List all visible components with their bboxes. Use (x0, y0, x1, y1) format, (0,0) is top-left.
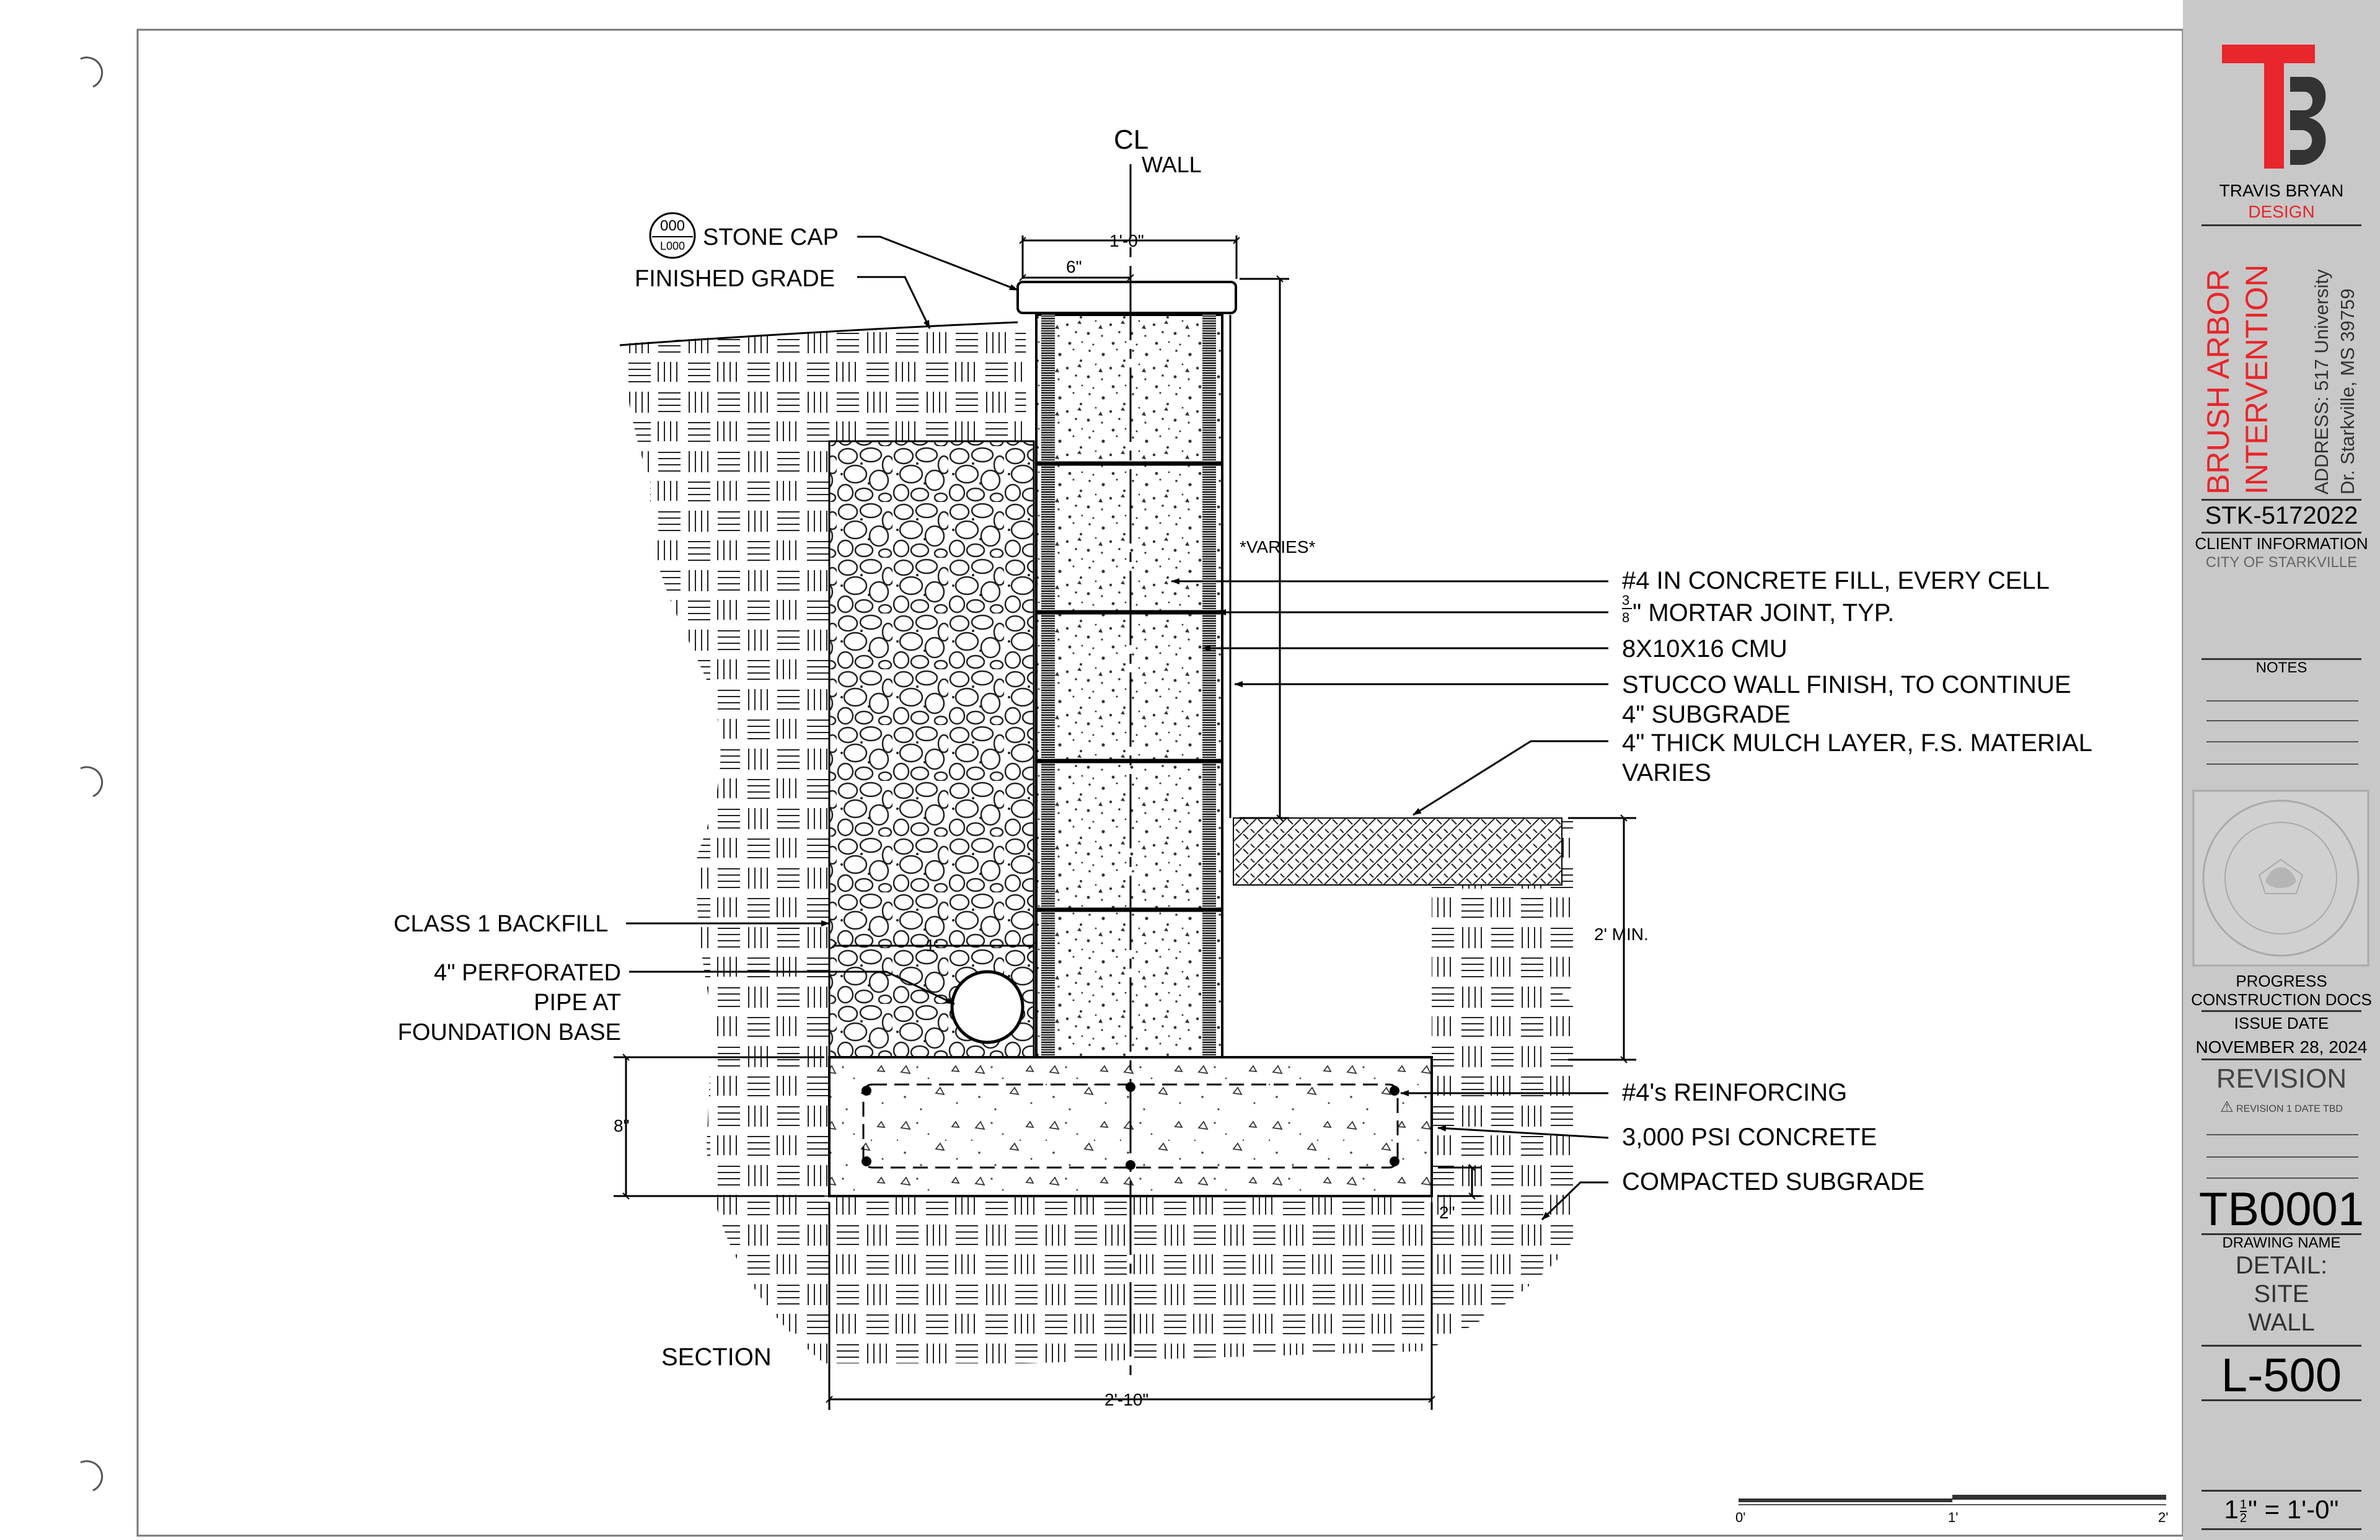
mulch-layer (1233, 817, 1562, 886)
scale-whole: 1 (2224, 1495, 2239, 1524)
scale-fraction-num: 1 (2239, 1497, 2247, 1512)
notes-line (2206, 720, 2358, 721)
footing-thickness-dimension: 8" (614, 1116, 630, 1135)
sheet-number: L-500 (2221, 1349, 2342, 1402)
callout-mulch-varies: VARIES (1622, 759, 1711, 786)
pipe-dimension: 1' (925, 936, 938, 955)
drawing-labels: CL WALL STONE CAP FINISHED GRADE 1'-0" 6… (394, 125, 2092, 1409)
notes-divider (2202, 658, 2361, 660)
project-address-line1: ADDRESS: 517 University (2311, 269, 2332, 495)
designer-sub: DESIGN (2248, 202, 2315, 221)
min-depth-dimension: 2' MIN. (1594, 925, 1649, 944)
professional-seal (2192, 790, 2369, 967)
drawing-name-line1: DETAIL: (2235, 1252, 2328, 1279)
title-divider (2202, 532, 2361, 534)
callout-stucco: STUCCO WALL FINISH, TO CONTINUE (1622, 671, 2071, 698)
mortar-fraction-num: 3 (1622, 592, 1629, 608)
title-block (2183, 0, 2380, 1540)
stone-cap-label: STONE CAP (703, 224, 839, 250)
title-divider (2202, 224, 2361, 226)
notes-line (2206, 763, 2358, 765)
stone-cap (1016, 281, 1237, 314)
punch-hole-marks (80, 56, 104, 1492)
issue-date: NOVEMBER 28, 2024 (2195, 1037, 2368, 1057)
notes-label: NOTES (2255, 659, 2307, 676)
perforated-pipe (950, 970, 1025, 1044)
drawing-name-label: DRAWING NAME (2222, 1234, 2341, 1251)
issue-date-label: ISSUE DATE (2234, 1014, 2329, 1032)
cover-dimension: 2" (1439, 1203, 1455, 1222)
section-detail (619, 164, 1574, 1382)
wall-width-dimension: 1'-0" (1109, 231, 1144, 250)
scale-fraction-den: 2 (2239, 1511, 2247, 1525)
client-label: CLIENT INFORMATION (2195, 534, 2368, 553)
revision-line (2206, 1177, 2358, 1179)
varies-dimension: *VARIES* (1240, 537, 1316, 557)
subgrade-label: COMPACTED SUBGRADE (1622, 1168, 1924, 1195)
designer-logo (2222, 45, 2326, 169)
project-name-line1: BRUSH ARBOR (2201, 269, 2236, 495)
revision-note: ⚠ REVISION 1 DATE TBD (2191, 1098, 2372, 1116)
callout-mulch: 4" THICK MULCH LAYER, F.S. MATERIAL (1622, 729, 2092, 757)
project-name-line2: INTERVENTION (2239, 264, 2274, 495)
revision-line (2206, 1156, 2358, 1158)
project-address-line2: Dr. Starkville, MS 39759 (2337, 288, 2358, 495)
scale-tick-1: 1' (1948, 1510, 1958, 1525)
warning-icon: ⚠ (2220, 1099, 2234, 1115)
cap-offset-dimension: 6" (1066, 257, 1082, 276)
drawing-number: TB0001 (2198, 1183, 2365, 1236)
revision-note-text: REVISION 1 DATE TBD (2236, 1104, 2343, 1114)
scale-tick-0: 0' (1735, 1510, 1745, 1525)
cmu-wall (1035, 314, 1232, 1060)
scale-tick-2: 2' (2158, 1510, 2168, 1525)
concrete-label: 3,000 PSI CONCRETE (1622, 1124, 1877, 1151)
title-divider (2202, 1233, 2361, 1235)
title-divider (2202, 1490, 2361, 1492)
title-divider (2202, 1345, 2361, 1347)
designer-name: TRAVIS BRYAN (2219, 181, 2344, 200)
callout-subgrade-4in: 4" SUBGRADE (1622, 701, 1791, 728)
title-divider (2202, 1010, 2361, 1012)
notes-line (2206, 741, 2358, 742)
finished-grade-line (619, 321, 1018, 346)
title-divider (2202, 499, 2361, 501)
section-label: SECTION (661, 1344, 772, 1371)
scale-rest: " = 1'-0" (2248, 1495, 2339, 1524)
leader-lines (626, 235, 1609, 1221)
callout-mortar-joint: " MORTAR JOINT, TYP. (1633, 599, 1894, 627)
client-name: CITY OF STARKVILLE (2205, 554, 2358, 571)
finished-grade-label: FINISHED GRADE (635, 266, 835, 292)
revision-label: REVISION (2216, 1063, 2347, 1094)
cap-tag-top: 000 (660, 218, 685, 234)
project-number: STK-5172022 (2205, 502, 2358, 529)
centerline-symbol: CL (1114, 125, 1148, 155)
pipe-label-line3: FOUNDATION BASE (398, 1019, 621, 1045)
gravel-backfill (828, 440, 1035, 1060)
callout-concrete-fill: #4 IN CONCRETE FILL, EVERY CELL (1622, 567, 2050, 594)
title-divider (2202, 1058, 2361, 1060)
cap-tag: 000 L000 (649, 212, 696, 259)
centerline-wall-label: WALL (1142, 152, 1202, 177)
mortar-fraction-den: 8 (1622, 610, 1629, 625)
status-line2: CONSTRUCTION DOCS (2191, 990, 2372, 1009)
reinforcing-label: #4's REINFORCING (1622, 1079, 1847, 1106)
drawing-name-line3: WALL (2248, 1309, 2315, 1336)
title-divider (2202, 1399, 2361, 1401)
status-line1: PROGRESS (2236, 972, 2327, 990)
revision-line (2206, 1134, 2358, 1135)
callout-cmu: 8X10X16 CMU (1622, 635, 1787, 662)
dimension-lines (614, 235, 1636, 1410)
pipe-label-line2: PIPE AT (534, 990, 621, 1016)
cap-tag-bottom: L000 (660, 240, 685, 252)
drawing-name-line2: SITE (2254, 1280, 2309, 1308)
class1-backfill-label: CLASS 1 BACKFILL (394, 911, 608, 937)
title-divider (2202, 1528, 2361, 1530)
graphic-scale: 0' 1' 2' (1735, 1495, 2168, 1525)
notes-line (2206, 700, 2358, 702)
pipe-label-line1: 4" PERFORATED (434, 960, 621, 986)
footing-width-dimension: 2'-10" (1104, 1390, 1148, 1409)
